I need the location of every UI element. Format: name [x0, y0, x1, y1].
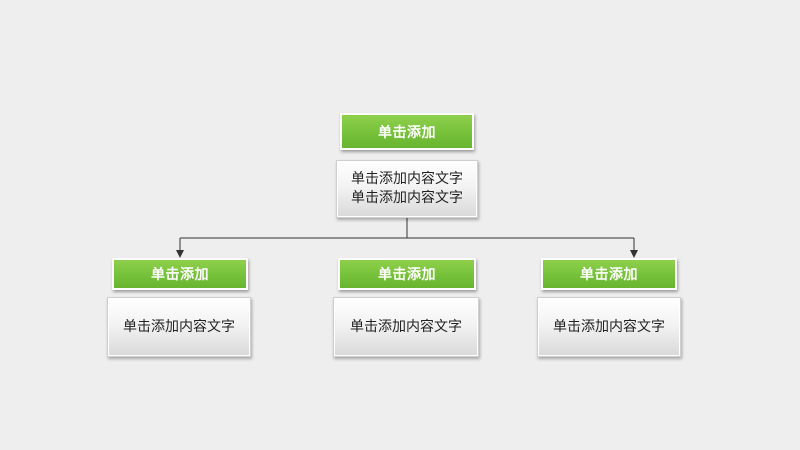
root-content-line-1: 单击添加内容文字	[351, 171, 463, 187]
child-2-title-label: 单击添加	[378, 267, 436, 283]
child-3-content-text: 单击添加内容文字	[553, 318, 665, 335]
root-content-box[interactable]: 单击添加内容文字 单击添加内容文字	[336, 160, 478, 218]
child-2-content-text: 单击添加内容文字	[350, 318, 462, 335]
child-1-content-text: 单击添加内容文字	[123, 318, 235, 335]
root-content-line-2: 单击添加内容文字	[351, 190, 463, 206]
child-1-title-box[interactable]: 单击添加	[112, 258, 248, 290]
root-title-box[interactable]: 单击添加	[340, 113, 474, 150]
child-1-title-label: 单击添加	[151, 267, 209, 283]
child-3-title-box[interactable]: 单击添加	[541, 258, 677, 290]
child-3-content-box[interactable]: 单击添加内容文字	[537, 297, 681, 357]
root-title-label: 单击添加	[378, 124, 436, 141]
child-2-title-box[interactable]: 单击添加	[338, 258, 476, 290]
child-3-title-label: 单击添加	[580, 267, 638, 283]
child-1-content-box[interactable]: 单击添加内容文字	[107, 297, 251, 357]
child-2-content-box[interactable]: 单击添加内容文字	[333, 297, 479, 357]
